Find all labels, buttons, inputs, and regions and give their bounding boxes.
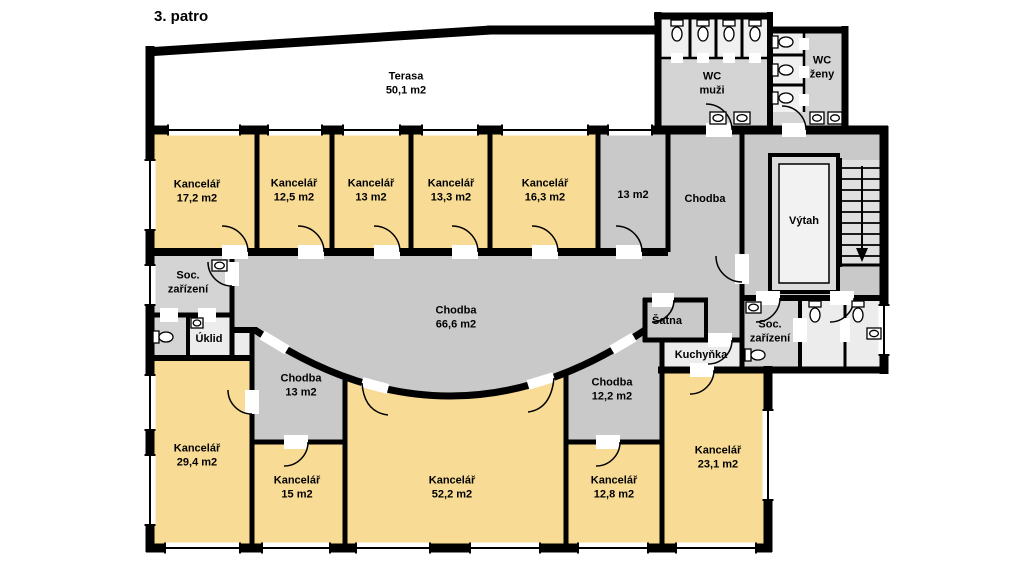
toilet-icon [748,19,762,42]
toilet-icon [771,63,794,77]
sink-icon [709,111,727,125]
sink-icon [809,111,825,125]
room-kancelar-29-4 [150,358,252,548]
room-kancelar-13 [332,134,411,252]
sink-icon [211,259,228,272]
room-terasa [150,29,658,130]
elevator [768,153,840,294]
sink-icon [190,317,204,329]
sink-icon [745,301,762,314]
fixtures [152,19,882,362]
room-kancelar-15 [252,442,345,548]
room-kancelar-23-1 [662,370,768,548]
page-title: 3. patro [154,8,209,25]
toilet-icon [771,91,794,105]
toilet-icon [152,330,174,344]
sink-icon [866,327,882,340]
stairs [842,160,884,264]
door-arcs [207,103,855,467]
room-kancelar-13-3 [411,134,490,252]
toilet-icon [808,300,822,323]
room-kancelar-16-3 [490,134,598,252]
room-kancelar-12-5 [257,134,332,252]
toilet-icon [670,19,684,42]
toilet-icon [851,300,865,323]
windows [144,124,890,554]
utility-pocket [232,330,252,358]
toilet-icon [744,348,766,362]
sink-icon [733,111,751,125]
toilet-icon [722,19,736,42]
room-13m2 [598,134,668,252]
door-gaps [160,38,854,449]
toilet-icon [696,19,710,42]
toilet-icon [771,35,794,49]
room-kancelar-12-8 [566,442,662,548]
sink-icon [827,111,843,125]
corridor-curved-wall [253,327,647,400]
